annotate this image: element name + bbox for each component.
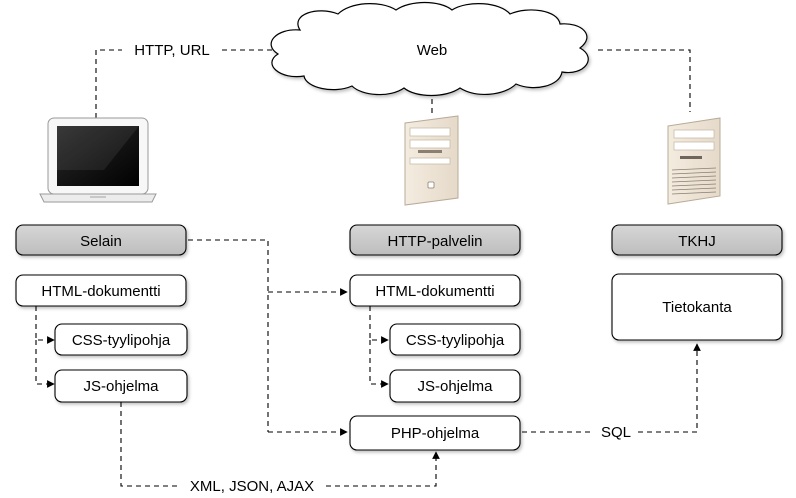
client-html-label: HTML-dokumentti [41,283,160,300]
client-css-label: CSS-tyylipohja [72,332,171,349]
edge-label-http-url: HTTP, URL [134,42,210,59]
edge-selain-to-server [188,239,269,432]
client-js-label: JS-ohjelma [83,378,159,395]
edge-js-to-ajax [120,402,178,487]
edge-sql-to-db [638,343,701,433]
server-html-label: HTML-dokumentti [375,283,494,300]
http-server-header [349,224,521,256]
edge-client-html-to-js [35,340,55,388]
client-css-box [54,323,188,356]
edge-ajax-to-php [326,451,440,487]
client-column: Selain HTML-dokumentti CSS-tyylipohja JS… [15,224,188,403]
selain-header-label: Selain [80,233,122,250]
edge-label-xml-json-ajax: XML, JSON, AJAX [190,478,314,495]
database-server-icon [667,117,721,205]
edge-server-html-to-js [369,340,389,388]
cloud-icon [270,1,589,97]
database-column: TKHJ Tietokanta [611,224,783,341]
client-js-box [54,369,188,403]
server-js-box [389,369,521,403]
tower-server-icon [404,115,459,206]
tietokanta-label: Tietokanta [662,299,732,316]
edge-client-html-to-css [35,306,55,344]
edge-laptop-to-web [95,49,122,118]
tkhj-header-label: TKHJ [678,233,716,250]
server-html-box [349,274,521,307]
edge-server-html-to-css [369,306,389,344]
selain-header [15,224,187,256]
tietokanta-box [611,273,783,341]
server-js-label: JS-ohjelma [417,378,493,395]
tkhj-header [611,224,783,256]
php-label: PHP-ohjelma [391,425,480,442]
server-css-box [389,323,521,356]
edge-label-sql: SQL [601,424,631,441]
laptop-icon [39,117,157,203]
edge-web-to-db-server [598,49,691,112]
client-html-box [15,274,187,307]
http-server-header-label: HTTP-palvelin [387,233,482,250]
php-box [349,415,521,451]
server-css-label: CSS-tyylipohja [406,332,505,349]
cloud-label: Web [417,42,448,59]
server-column: HTTP-palvelin HTML-dokumentti CSS-tyylip… [349,224,521,451]
